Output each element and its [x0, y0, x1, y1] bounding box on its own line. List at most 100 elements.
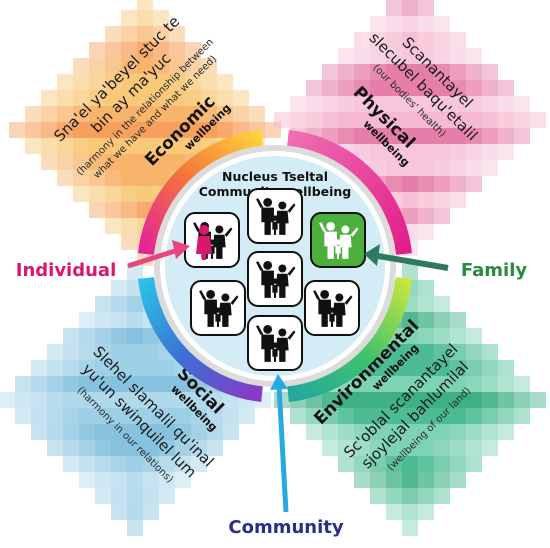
mosaic-tile — [530, 112, 546, 128]
nucleus-tiles — [184, 188, 366, 371]
mosaic-tile — [15, 392, 31, 408]
mosaic-tile — [354, 128, 370, 144]
mosaic-tile — [370, 96, 386, 112]
mosaic-tile — [370, 408, 386, 424]
mosaic-tile — [47, 424, 63, 440]
mosaic-tile — [95, 456, 111, 472]
mosaic-tile — [338, 48, 354, 64]
mosaic-tile — [418, 296, 434, 312]
mosaic-tile — [434, 16, 450, 32]
mosaic-tile — [95, 440, 111, 456]
mosaic-tile — [450, 160, 466, 176]
mosaic-tile — [306, 424, 322, 440]
mosaic-tile — [482, 64, 498, 80]
mosaic-tile — [290, 112, 306, 128]
mosaic-tile — [137, 74, 153, 90]
mosaic-tile — [121, 218, 137, 234]
mosaic-tile — [402, 264, 418, 280]
mosaic-tile — [386, 344, 402, 360]
mosaic-tile — [185, 58, 201, 74]
mosaic-tile — [105, 154, 121, 170]
mosaic-tile — [143, 344, 159, 360]
mosaic-tile — [370, 440, 386, 456]
mosaic-tile — [514, 96, 530, 112]
mosaic-tile — [466, 376, 482, 392]
mosaic-tile — [95, 344, 111, 360]
mosaic-tile — [482, 392, 498, 408]
mosaic-tile — [89, 170, 105, 186]
mosaic-tile — [121, 154, 137, 170]
mosaic-tile — [57, 90, 73, 106]
mosaic-tile — [127, 344, 143, 360]
mosaic-tile — [418, 32, 434, 48]
mosaic-tile — [31, 424, 47, 440]
mosaic-tile — [418, 440, 434, 456]
mosaic-tile — [306, 112, 322, 128]
mosaic-tile — [402, 520, 418, 536]
social-mosaic — [0, 264, 271, 536]
mosaic-tile — [79, 328, 95, 344]
mosaic-tile — [111, 488, 127, 504]
mosaic-tile — [121, 42, 137, 58]
mosaic-tile — [79, 424, 95, 440]
mosaic-tile — [143, 456, 159, 472]
mosaic-tile — [450, 48, 466, 64]
mosaic-tile — [354, 112, 370, 128]
mosaic-tile — [79, 376, 95, 392]
mosaic-tile — [386, 424, 402, 440]
mosaic-tile — [386, 80, 402, 96]
mosaic-tile — [201, 74, 217, 90]
tile-community — [247, 315, 303, 371]
mosaic-tile — [402, 176, 418, 192]
mosaic-tile — [159, 408, 175, 424]
mosaic-tile — [175, 408, 191, 424]
mosaic-tile — [41, 138, 57, 154]
mosaic-tile — [402, 488, 418, 504]
mosaic-tile — [514, 392, 530, 408]
mosaic-tile — [450, 144, 466, 160]
mosaic-tile — [159, 488, 175, 504]
mosaic-tile — [207, 424, 223, 440]
mosaic-tile — [482, 408, 498, 424]
mosaic-tile — [482, 424, 498, 440]
mosaic-tile — [322, 96, 338, 112]
mosaic-tile — [322, 392, 338, 408]
mosaic-tile — [354, 440, 370, 456]
mosaic-tile — [466, 456, 482, 472]
mosaic-tile — [418, 0, 434, 16]
mosaic-tile — [239, 408, 255, 424]
mosaic-tile — [57, 154, 73, 170]
individual-label: Individual — [16, 260, 117, 281]
mosaic-tile — [95, 376, 111, 392]
mosaic-tile — [402, 64, 418, 80]
mosaic-tile — [63, 360, 79, 376]
mosaic-tile — [121, 90, 137, 106]
mosaic-tile — [191, 392, 207, 408]
mosaic-tile — [201, 106, 217, 122]
mosaic-tile — [143, 440, 159, 456]
mosaic-tile — [15, 408, 31, 424]
mosaic-tile — [47, 344, 63, 360]
mosaic-tile — [466, 112, 482, 128]
mosaic-tile — [153, 26, 169, 42]
mosaic-tile — [121, 202, 137, 218]
mosaic-tile — [482, 344, 498, 360]
mosaic-tile — [450, 376, 466, 392]
mosaic-tile — [402, 128, 418, 144]
mosaic-tile — [402, 456, 418, 472]
mosaic-tile — [105, 58, 121, 74]
mosaic-tile — [418, 472, 434, 488]
mosaic-tile — [63, 456, 79, 472]
mosaic-tile — [402, 408, 418, 424]
mosaic-tile — [450, 176, 466, 192]
mosaic-tile — [73, 138, 89, 154]
mosaic-tile — [370, 360, 386, 376]
mosaic-tile — [159, 392, 175, 408]
mosaic-tile — [89, 186, 105, 202]
mosaic-tile — [514, 128, 530, 144]
mosaic-tile — [95, 392, 111, 408]
mosaic-tile — [111, 280, 127, 296]
mosaic-tile — [137, 138, 153, 154]
